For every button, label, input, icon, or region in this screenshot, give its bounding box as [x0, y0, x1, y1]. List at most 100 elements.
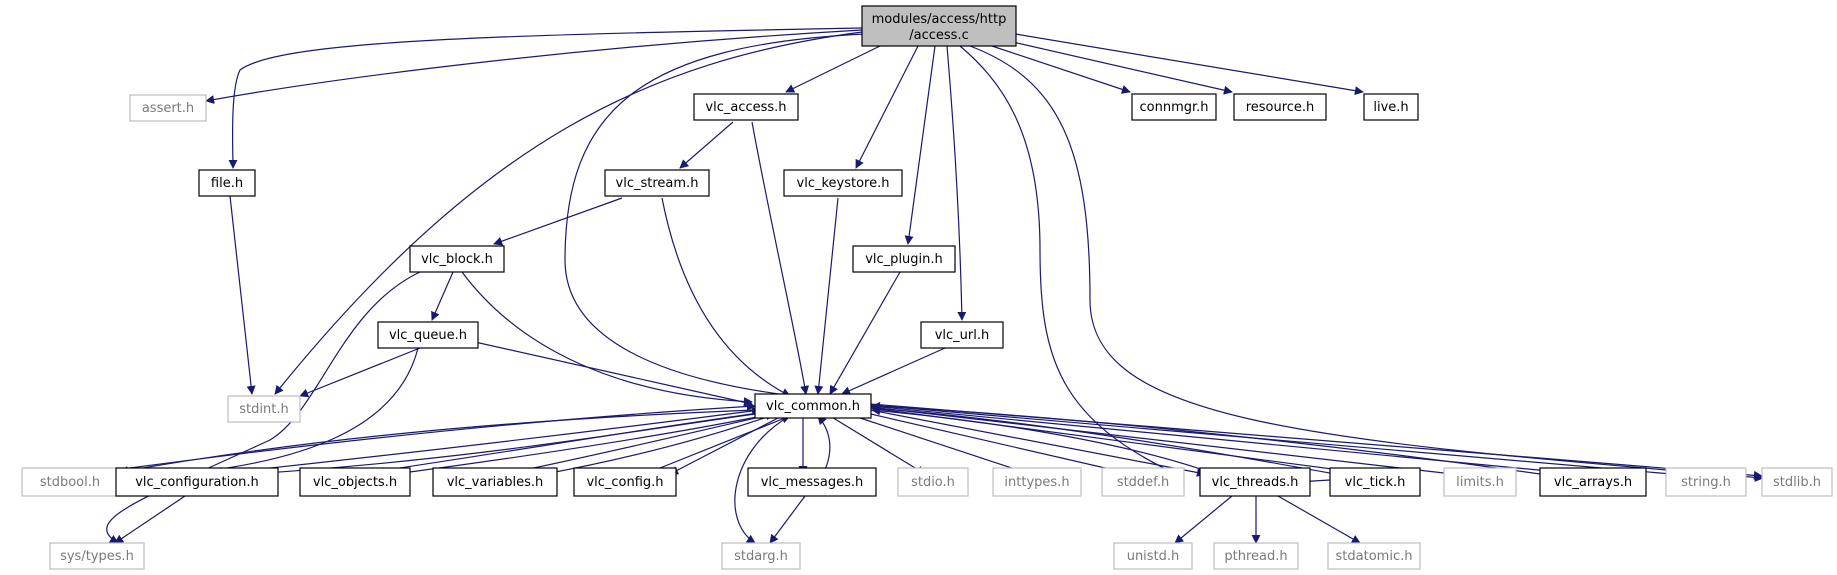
edge-vlc_config-vlc_common [644, 414, 791, 475]
node-vlc_objects-label: vlc_objects.h [313, 475, 397, 490]
node-vlc_configuration[interactable]: vlc_configuration.h [115, 467, 279, 497]
node-unistd[interactable]: unistd.h [1113, 542, 1193, 570]
edge-vlc_url-vlc_common [841, 347, 946, 395]
node-root-line1: modules/access/http [872, 12, 1007, 27]
node-resource-label: resource.h [1246, 100, 1315, 115]
node-vlc_threads[interactable]: vlc_threads.h [1199, 467, 1311, 497]
node-stdlib-label: stdlib.h [1773, 475, 1821, 490]
edge-root-assert [205, 29, 863, 104]
node-vlc_queue-label: vlc_queue.h [389, 328, 467, 343]
node-vlc_tick-label: vlc_tick.h [1345, 475, 1406, 490]
node-vlc_plugin[interactable]: vlc_plugin.h [852, 245, 956, 273]
edge-vlc_messages-stdarg [769, 495, 806, 544]
node-limits[interactable]: limits.h [1443, 467, 1517, 497]
edge-vlc_messages-vlc_common [817, 415, 831, 475]
node-live[interactable]: live.h [1363, 93, 1419, 121]
node-pthread[interactable]: pthread.h [1213, 542, 1299, 570]
node-pthread-label: pthread.h [1224, 549, 1287, 564]
node-live-label: live.h [1373, 100, 1408, 115]
node-vlc_url-label: vlc_url.h [935, 328, 990, 343]
node-stdint-label: stdint.h [239, 402, 288, 417]
node-vlc_messages-label: vlc_messages.h [761, 475, 864, 490]
node-vlc_tick[interactable]: vlc_tick.h [1329, 467, 1421, 497]
node-sys_types[interactable]: sys/types.h [49, 542, 145, 570]
edge-vlc_common-stdarg [734, 415, 791, 544]
node-vlc_configuration-label: vlc_configuration.h [135, 475, 259, 490]
edge-vlc_common-vlc_objects [394, 415, 763, 478]
edge-vlc_threads-stdatomic [1277, 495, 1361, 544]
edge-vlc_stream-vlc_block [493, 197, 623, 246]
node-vlc_variables[interactable]: vlc_variables.h [432, 467, 558, 497]
node-vlc_config-label: vlc_config.h [586, 475, 663, 490]
node-root-line2: /access.c [909, 28, 968, 43]
node-vlc_config[interactable]: vlc_config.h [573, 467, 677, 497]
node-vlc_stream-label: vlc_stream.h [616, 176, 699, 191]
edge-vlc_keystore-vlc_common [814, 197, 839, 395]
edge-vlc_common-inttypes [847, 413, 1037, 478]
edge-root-vlc_plugin [904, 45, 936, 245]
edge-root-vlc_threads [959, 45, 1181, 477]
node-stdatomic-label: stdatomic.h [1336, 549, 1413, 564]
node-stdbool-label: stdbool.h [40, 475, 100, 490]
nodes: modules/access/http /access.c assert.h f… [21, 5, 1833, 570]
edge-vlc_configuration-sys_types [114, 495, 186, 544]
node-vlc_access-label: vlc_access.h [705, 100, 786, 115]
edge-vlc_common-stddef [861, 411, 1141, 479]
node-stddef[interactable]: stddef.h [1101, 467, 1185, 497]
node-file[interactable]: file.h [198, 169, 256, 197]
edge-vlc_common-vlc_config [669, 415, 783, 475]
edge-root-live [1014, 33, 1364, 96]
node-stdarg[interactable]: stdarg.h [721, 542, 801, 570]
node-assert[interactable]: assert.h [129, 94, 207, 122]
node-vlc_common-label: vlc_common.h [766, 399, 860, 414]
edge-root-vlc_keystore [855, 45, 919, 169]
edge-vlc_arrays-vlc_common [871, 401, 1541, 475]
node-vlc_arrays[interactable]: vlc_arrays.h [1539, 467, 1647, 497]
edges [106, 27, 1764, 544]
node-vlc_block[interactable]: vlc_block.h [409, 245, 505, 273]
node-unistd-label: unistd.h [1127, 549, 1180, 564]
node-vlc_common[interactable]: vlc_common.h [754, 393, 872, 419]
node-stdatomic[interactable]: stdatomic.h [1327, 542, 1421, 570]
node-connmgr[interactable]: connmgr.h [1131, 93, 1217, 121]
node-vlc_access[interactable]: vlc_access.h [693, 93, 799, 121]
edge-vlc_plugin-vlc_common [829, 271, 901, 395]
node-vlc_objects[interactable]: vlc_objects.h [299, 467, 411, 497]
node-stdarg-label: stdarg.h [734, 549, 788, 564]
node-vlc_threads-label: vlc_threads.h [1212, 475, 1299, 490]
edge-vlc_stream-vlc_common [661, 197, 791, 397]
node-resource[interactable]: resource.h [1233, 93, 1327, 121]
node-vlc_queue[interactable]: vlc_queue.h [377, 321, 479, 349]
edge-vlc_threads-unistd [1174, 495, 1233, 544]
node-vlc_keystore[interactable]: vlc_keystore.h [783, 169, 903, 197]
node-vlc_url[interactable]: vlc_url.h [920, 321, 1004, 349]
edge-vlc_block-vlc_common [461, 271, 753, 407]
node-vlc_arrays-label: vlc_arrays.h [1554, 475, 1632, 490]
edge-vlc_block-vlc_queue [431, 271, 454, 321]
node-stdbool[interactable]: stdbool.h [21, 467, 119, 497]
node-vlc_variables-label: vlc_variables.h [447, 475, 544, 490]
node-string[interactable]: string.h [1665, 467, 1747, 497]
edge-vlc_queue-stdint [299, 347, 421, 398]
edge-vlc_common-vlc_threads [869, 409, 1206, 477]
node-stdlib[interactable]: stdlib.h [1761, 467, 1833, 497]
edge-vlc_threads-vlc_common [871, 406, 1216, 475]
node-stdio[interactable]: stdio.h [897, 467, 969, 497]
node-vlc_messages[interactable]: vlc_messages.h [747, 467, 877, 497]
node-inttypes[interactable]: inttypes.h [992, 467, 1082, 497]
edge-root-stdint [274, 31, 863, 395]
node-vlc_stream[interactable]: vlc_stream.h [604, 169, 710, 197]
edge-file-stdint [229, 195, 256, 395]
edge-vlc_tick-vlc_common [871, 404, 1336, 475]
node-vlc_block-label: vlc_block.h [421, 252, 493, 267]
node-stddef-label: stddef.h [1117, 475, 1169, 490]
edge-vlc_common-vlc_variables [544, 415, 771, 477]
node-connmgr-label: connmgr.h [1139, 100, 1208, 115]
edge-vlc_configuration-vlc_common [214, 406, 761, 475]
edge-vlc_access-vlc_stream [679, 121, 734, 169]
edge-root-vlc_common [564, 33, 866, 402]
node-vlc_keystore-label: vlc_keystore.h [797, 176, 890, 191]
node-stdint[interactable]: stdint.h [227, 395, 301, 423]
node-root[interactable]: modules/access/http /access.c [861, 5, 1017, 47]
